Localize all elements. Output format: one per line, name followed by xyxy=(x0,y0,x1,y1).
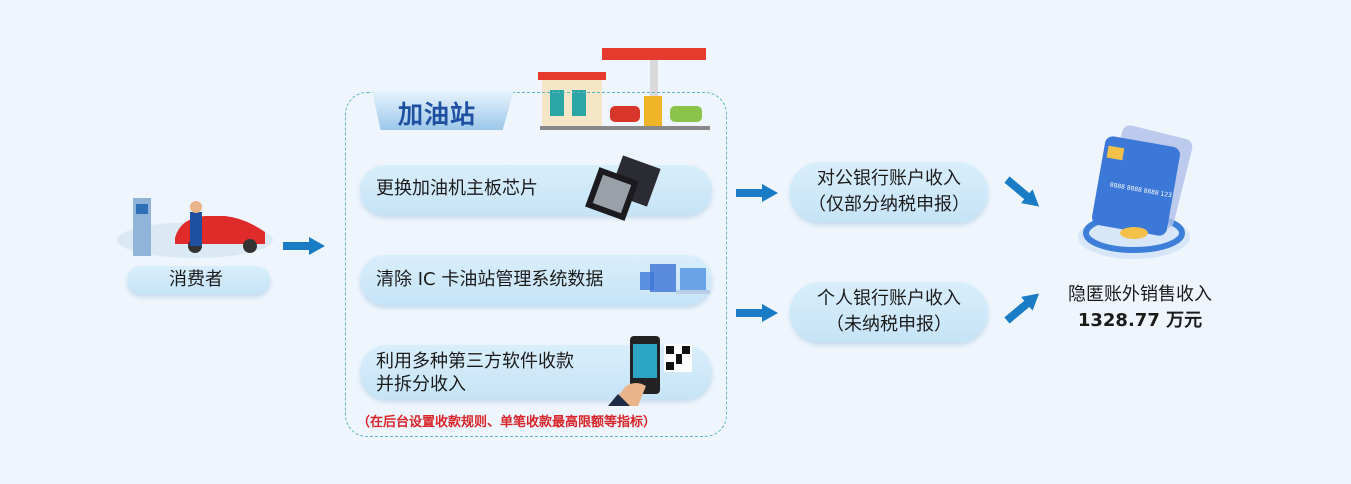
account-line2: （仅部分纳税申报） xyxy=(808,194,970,215)
gas-station-group xyxy=(345,92,727,437)
gas-station-illustration xyxy=(538,48,710,130)
qr-phone-icon xyxy=(608,336,692,406)
hidden-income-amount: 1328.77 万元 xyxy=(1077,310,1203,331)
personal-account-income: 个人银行账户收入 （未纳税申报） xyxy=(790,282,988,342)
method-label: 清除 IC 卡油站管理系统数据 xyxy=(376,269,604,290)
consumer-illustration xyxy=(117,198,273,258)
bank-card-illustration: 8888 8888 8888 123 xyxy=(1078,125,1193,259)
chip-icon xyxy=(585,155,661,221)
method-label-line1: 利用多种第三方软件收款 xyxy=(376,351,574,372)
arrow-down-right-icon xyxy=(1001,173,1045,214)
method-label: 更换加油机主板芯片 xyxy=(376,178,538,199)
hidden-income-label: 隐匿账外销售收入 xyxy=(1068,284,1212,305)
account-line1: 个人银行账户收入 xyxy=(817,288,961,309)
data-screens-icon xyxy=(640,264,710,294)
arrow-right-icon xyxy=(736,184,778,202)
account-line2: （未纳税申报） xyxy=(826,314,952,335)
hidden-income-total: 隐匿账外销售收入 1328.77 万元 xyxy=(1040,282,1240,334)
gas-station-title: 加油站 xyxy=(398,100,477,129)
arrow-up-right-icon xyxy=(1001,287,1045,328)
method-label-line2: 并拆分收入 xyxy=(376,374,466,395)
payment-note: （在后台设置收款规则、单笔收款最高限额等指标） xyxy=(357,415,657,430)
account-line1: 对公银行账户收入 xyxy=(817,168,961,189)
consumer-label: 消费者 xyxy=(169,269,223,290)
corporate-account-income: 对公银行账户收入 （仅部分纳税申报） xyxy=(790,162,988,222)
gas-station-title-tab xyxy=(372,90,514,130)
arrow-right-icon xyxy=(736,304,778,322)
consumer-label-pill: 消费者 xyxy=(127,266,270,294)
arrow-right-icon xyxy=(283,237,325,255)
